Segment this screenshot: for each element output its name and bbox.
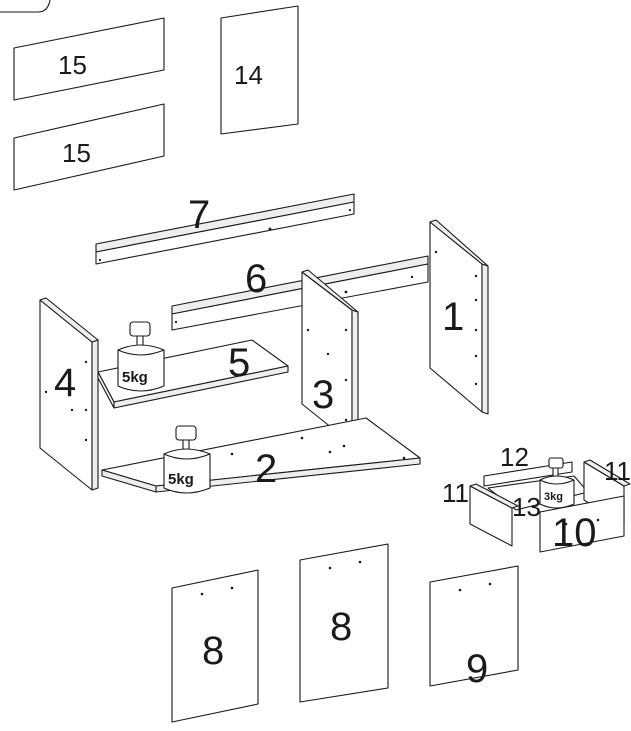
- door-8-middle: 8: [299, 543, 389, 703]
- weight-bottom: 5kg: [163, 425, 211, 494]
- page-corner-tab: [0, 0, 51, 13]
- part-label-11-left: 11: [442, 478, 469, 508]
- rail-7: 7: [95, 193, 355, 265]
- weight-shelf: 5kg: [117, 321, 165, 392]
- part-label-12: 12: [500, 442, 529, 472]
- part-label-6: 6: [245, 257, 267, 301]
- weight-label-shelf: 5kg: [122, 369, 148, 386]
- part-label-15-lower: 15: [62, 138, 91, 168]
- part-label-11-right: 11: [604, 456, 631, 486]
- weight-label-drawer: 3kg: [544, 491, 563, 503]
- part-label-1: 1: [442, 295, 464, 339]
- rail-6: 6: [171, 255, 429, 331]
- part-label-14: 14: [234, 60, 263, 90]
- side-panel-1: 1: [429, 219, 489, 415]
- part-label-9: 9: [466, 647, 488, 691]
- part-label-8-left: 8: [202, 629, 224, 673]
- part-label-13: 13: [512, 492, 541, 522]
- part-label-5: 5: [228, 341, 250, 385]
- door-8-left: 8: [171, 569, 259, 723]
- bottom-panel-2: 2: [101, 417, 421, 493]
- center-panel-3: 3: [301, 269, 359, 447]
- panel-14: 14: [220, 5, 299, 135]
- side-panel-4: 4: [39, 297, 99, 491]
- door-9: 9: [429, 565, 519, 691]
- part-label-7: 7: [188, 193, 210, 237]
- part-label-2: 2: [255, 447, 277, 491]
- panel-15-lower: 15: [13, 103, 165, 191]
- panel-15-upper: 15: [13, 17, 165, 101]
- part-label-10: 10: [552, 511, 597, 555]
- drawer-assembly: 3kg 12 13 11 11 10: [442, 442, 631, 555]
- part-label-4: 4: [54, 361, 76, 405]
- part-label-15-upper: 15: [58, 50, 87, 80]
- weight-label-bottom: 5kg: [168, 471, 194, 488]
- part-label-8-middle: 8: [330, 605, 352, 649]
- part-label-3: 3: [312, 373, 334, 417]
